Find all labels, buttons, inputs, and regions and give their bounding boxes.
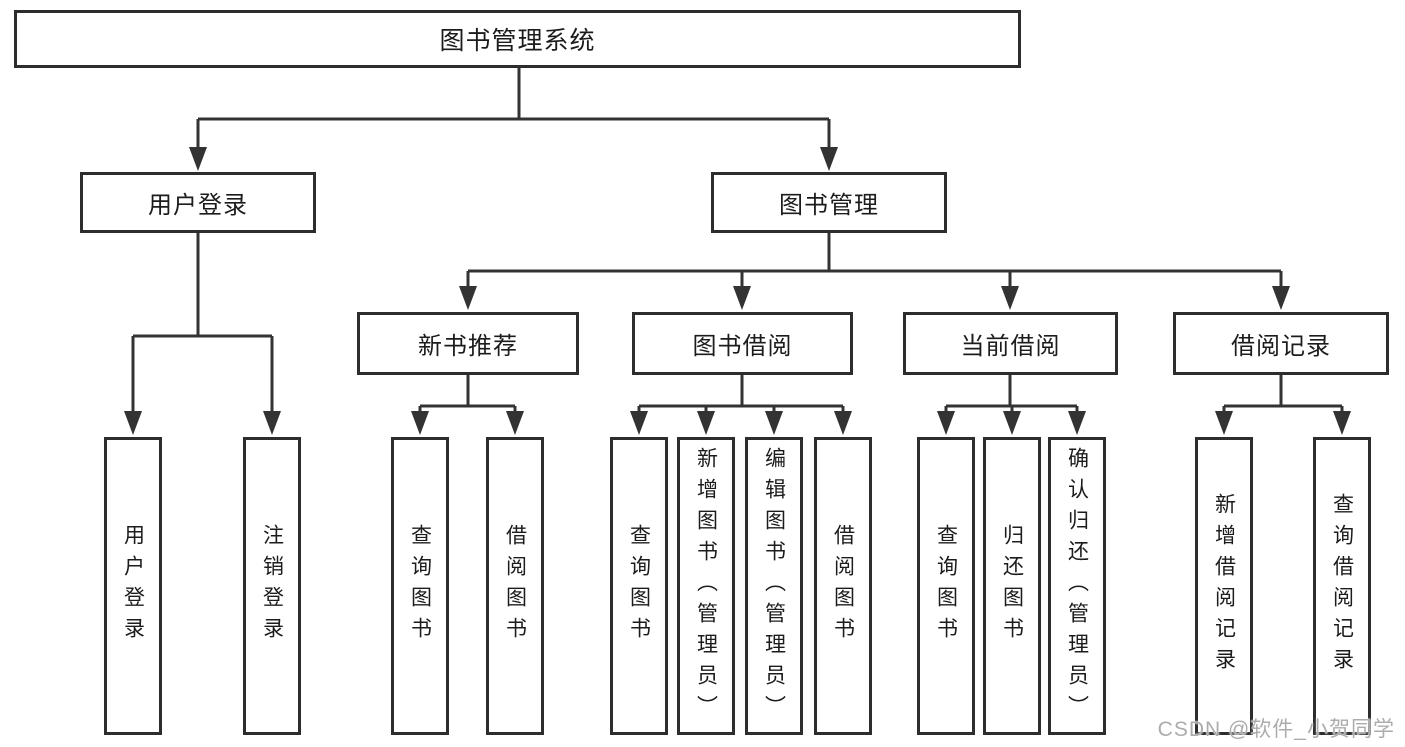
node-label: 新增图书（管理员） xyxy=(694,446,718,726)
node-label: 编辑图书（管理员） xyxy=(762,446,786,726)
node-label: 新增借阅记录 xyxy=(1212,493,1236,679)
leaf-query-borrow-record: 查询借阅记录 xyxy=(1313,437,1371,735)
node-user-login: 用户登录 xyxy=(80,172,316,233)
leaf-edit-books-admin: 编辑图书（管理员） xyxy=(745,437,803,735)
node-root: 图书管理系统 xyxy=(14,10,1021,68)
node-label: 查询图书 xyxy=(408,524,432,648)
node-label: 当前借阅 xyxy=(960,333,1061,360)
connector-records-to-leaves xyxy=(1215,375,1351,435)
arrowhead xyxy=(263,411,281,435)
leaf-confirm-return-admin: 确认归还（管理员） xyxy=(1048,437,1106,735)
leaf-recommend-borrow-books: 借阅图书 xyxy=(486,437,544,735)
node-label: 用户登录 xyxy=(148,192,248,219)
node-label: 查询借阅记录 xyxy=(1330,493,1354,679)
node-label: 借阅图书 xyxy=(831,524,855,648)
node-label: 查询图书 xyxy=(934,524,958,648)
arrowhead xyxy=(1003,411,1021,435)
connector-recommend-to-leaves xyxy=(411,375,524,435)
arrowhead xyxy=(506,411,524,435)
node-current-borrow: 当前借阅 xyxy=(903,312,1118,375)
arrowhead xyxy=(820,147,838,171)
connector-borrow-to-leaves xyxy=(630,375,852,435)
leaf-borrow-books: 借阅图书 xyxy=(814,437,872,735)
arrowhead xyxy=(411,411,429,435)
node-label: 注销登录 xyxy=(260,524,284,648)
arrowhead xyxy=(1215,411,1233,435)
arrowhead xyxy=(1001,286,1019,310)
connector-current-to-leaves xyxy=(937,375,1086,435)
arrowhead xyxy=(1068,411,1086,435)
leaf-recommend-query-books: 查询图书 xyxy=(391,437,449,735)
node-book-management: 图书管理 xyxy=(711,172,947,233)
node-book-borrow: 图书借阅 xyxy=(632,312,853,375)
arrowhead xyxy=(834,411,852,435)
leaf-current-query-books: 查询图书 xyxy=(917,437,975,735)
node-label: 借阅图书 xyxy=(503,524,527,648)
arrowhead xyxy=(697,411,715,435)
node-label: 查询图书 xyxy=(627,524,651,648)
node-label: 借阅记录 xyxy=(1231,333,1331,360)
arrowhead xyxy=(1272,286,1290,310)
arrowhead xyxy=(1333,411,1351,435)
node-label: 图书管理系统 xyxy=(439,27,596,55)
leaf-add-books-admin: 新增图书（管理员） xyxy=(677,437,735,735)
leaf-return-books: 归还图书 xyxy=(983,437,1041,735)
arrowhead xyxy=(937,411,955,435)
csdn-watermark: CSDN @软件_小贺同学 xyxy=(1157,718,1395,741)
leaf-borrow-query-books: 查询图书 xyxy=(610,437,668,735)
leaf-logout: 注销登录 xyxy=(243,437,301,735)
node-label: 新书推荐 xyxy=(418,333,518,360)
arrowhead xyxy=(459,286,477,310)
node-label: 图书管理 xyxy=(779,192,879,219)
node-label: 确认归还（管理员） xyxy=(1065,446,1089,726)
arrowhead xyxy=(733,286,751,310)
connector-root-to-level1 xyxy=(189,68,838,171)
arrowhead xyxy=(630,411,648,435)
connector-login-to-leaves xyxy=(124,233,281,435)
arrowhead xyxy=(765,411,783,435)
node-label: 用户登录 xyxy=(121,524,145,648)
node-label: 图书借阅 xyxy=(692,333,793,360)
connector-mgmt-to-level2 xyxy=(459,233,1290,310)
node-borrow-records: 借阅记录 xyxy=(1173,312,1389,375)
node-label: 归还图书 xyxy=(1000,524,1024,648)
leaf-user-login: 用户登录 xyxy=(104,437,162,735)
node-new-book-recommend: 新书推荐 xyxy=(357,312,579,375)
leaf-add-borrow-record: 新增借阅记录 xyxy=(1195,437,1253,735)
arrowhead xyxy=(124,411,142,435)
arrowhead xyxy=(189,147,207,171)
